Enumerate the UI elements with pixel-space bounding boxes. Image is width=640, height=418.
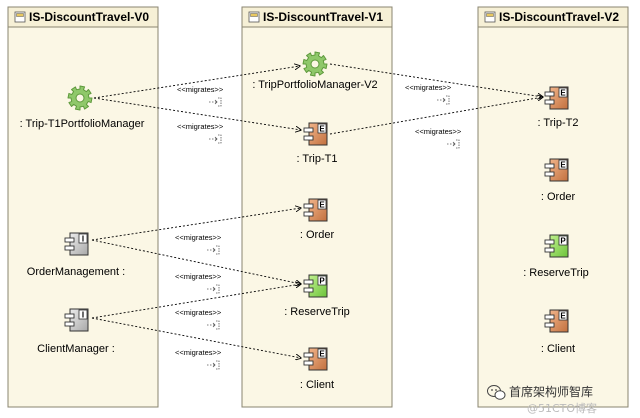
relation-1[interactable]: <<migrates>>: [93, 66, 300, 107]
dependency-icon: [207, 284, 220, 294]
svg-text:E: E: [319, 125, 325, 134]
lane-v2-body: [477, 6, 629, 408]
svg-text:P: P: [319, 277, 325, 286]
dependency-icon: [437, 95, 450, 105]
migrates-arrow: [93, 97, 301, 130]
relation-5[interactable]: <<migrates>>: [91, 208, 301, 255]
node-label: : Trip-T2: [538, 117, 579, 129]
node-v1-order[interactable]: E : Order: [300, 198, 335, 241]
component-icon: E: [303, 198, 328, 222]
component-icon: P: [303, 274, 328, 298]
component-icon: E: [303, 347, 328, 371]
svg-text:E: E: [560, 312, 566, 321]
lane-v2-icon: [484, 11, 496, 23]
svg-text:E: E: [560, 161, 566, 170]
component-icon: E: [544, 158, 569, 182]
component-icon: P: [544, 234, 569, 258]
node-v2-reserve[interactable]: P : ReserveTrip: [523, 234, 589, 279]
svg-text:E: E: [319, 201, 325, 210]
component-icon: I: [64, 308, 89, 332]
lane-v1-title: IS-DiscountTravel-V1: [263, 10, 383, 24]
lane-v1-icon: [248, 11, 260, 23]
dependency-icon: [207, 320, 220, 330]
node-v2-order[interactable]: E : Order: [541, 158, 576, 203]
relation-label: <<migrates>>: [175, 272, 222, 281]
svg-text:E: E: [319, 350, 325, 359]
gear-icon: [67, 85, 93, 111]
dependency-icon: [207, 245, 220, 255]
node-v1-client[interactable]: E : Client: [300, 347, 334, 391]
relation-label: <<migrates>>: [175, 308, 222, 317]
watermark-sub: @51CTO博客: [527, 401, 597, 415]
relation-7[interactable]: <<migrates>>: [91, 284, 301, 330]
svg-text:I: I: [82, 235, 84, 244]
relation-label: <<migrates>>: [175, 233, 222, 242]
dependency-icon: [209, 134, 222, 144]
relation-label: <<migrates>>: [177, 122, 224, 131]
node-label: : Order: [300, 229, 335, 241]
lane-v0-title: IS-DiscountTravel-V0: [29, 10, 149, 24]
node-v2-client[interactable]: E : Client: [541, 309, 575, 355]
dependency-icon: [209, 97, 222, 107]
migrates-arrow: [91, 317, 301, 358]
watermark: 首席架构师智库 @51CTO博客: [487, 384, 597, 415]
relation-4[interactable]: <<migrates>>: [329, 97, 543, 149]
lane-v0-header: [7, 6, 159, 28]
node-label: : Client: [300, 379, 334, 391]
node-label: : Order: [541, 191, 576, 203]
relation-6[interactable]: <<migrates>>: [91, 239, 301, 294]
relation-label: <<migrates>>: [175, 348, 222, 357]
lane-v2-header: [477, 6, 629, 28]
node-label: OrderManagement :: [27, 266, 125, 278]
node-label: : ReserveTrip: [523, 267, 589, 279]
lane-v0-body: [7, 6, 159, 408]
lane-v1-header: [241, 6, 393, 28]
node-label: : Trip-T1: [297, 153, 338, 165]
migrates-arrow: [91, 239, 301, 284]
watermark-text: 首席架构师智库: [509, 384, 593, 399]
node-v1-mgr[interactable]: : TripPortfolioManager-V2: [252, 51, 378, 91]
wechat-icon: [487, 385, 506, 400]
component-icon: E: [303, 122, 328, 146]
lane-v0: IS-DiscountTravel-V0: [7, 6, 159, 408]
dependency-icon: [207, 360, 220, 370]
gear-icon: [302, 51, 328, 77]
relation-2[interactable]: <<migrates>>: [93, 97, 301, 144]
relation-8[interactable]: <<migrates>>: [91, 317, 301, 370]
node-v0-mgr[interactable]: : Trip-T1PortfolioManager: [20, 85, 145, 130]
node-label: : Trip-T1PortfolioManager: [20, 118, 145, 130]
migrates-arrow: [329, 97, 543, 135]
component-icon: E: [544, 309, 569, 333]
lane-v2-title: IS-DiscountTravel-V2: [499, 10, 619, 24]
node-label: : TripPortfolioManager-V2: [252, 79, 377, 91]
node-label: ClientManager :: [37, 343, 115, 355]
dependency-icon: [447, 139, 460, 149]
node-v0-cm[interactable]: I ClientManager :: [37, 308, 115, 355]
relations-layer: <<migrates>> <<migrates>> <<migrates>> <<mi…: [91, 63, 543, 370]
relation-label: <<migrates>>: [415, 127, 462, 136]
component-icon: I: [64, 232, 89, 256]
node-v1-trip[interactable]: E : Trip-T1: [297, 122, 338, 165]
node-v2-trip[interactable]: E : Trip-T2: [538, 86, 579, 129]
component-icon: E: [544, 86, 569, 110]
svg-text:P: P: [560, 237, 566, 246]
relation-3[interactable]: <<migrates>>: [329, 63, 543, 105]
migrates-arrow: [93, 66, 300, 99]
relation-label: <<migrates>>: [405, 83, 452, 92]
relation-label: <<migrates>>: [177, 85, 224, 94]
svg-text:E: E: [560, 89, 566, 98]
node-label: : ReserveTrip: [284, 306, 350, 318]
migrates-arrow: [91, 284, 301, 319]
lane-v0-icon: [14, 11, 26, 23]
svg-text:I: I: [82, 311, 84, 320]
node-v0-om[interactable]: I OrderManagement :: [27, 232, 125, 278]
lane-v2: IS-DiscountTravel-V2: [477, 6, 629, 408]
node-label: : Client: [541, 343, 575, 355]
node-v1-reserve[interactable]: P : ReserveTrip: [284, 274, 350, 318]
migrates-arrow: [91, 208, 301, 241]
